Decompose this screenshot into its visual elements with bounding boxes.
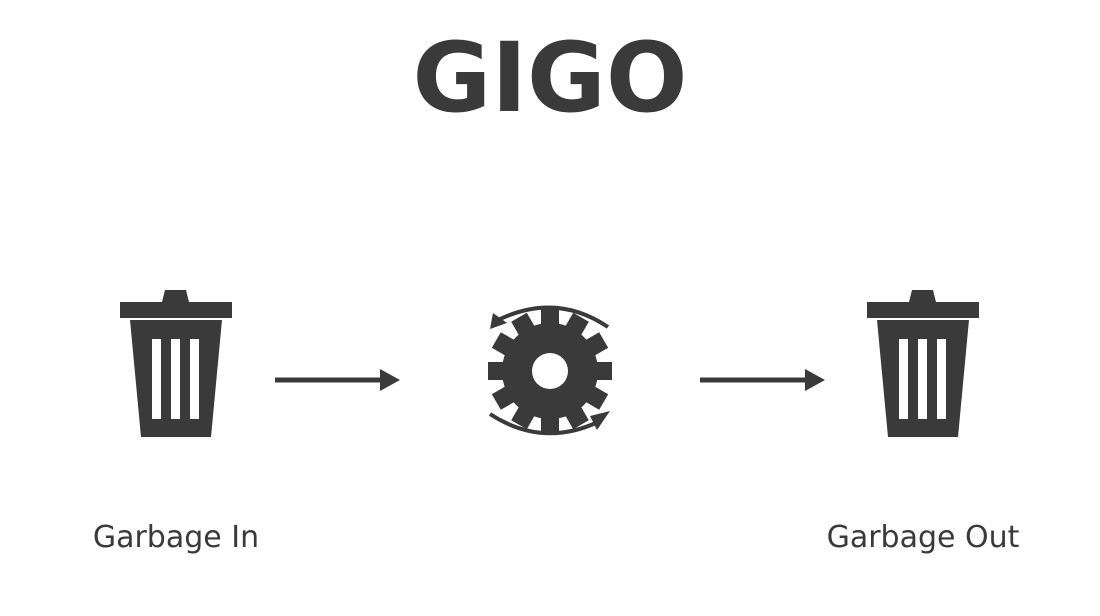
diagram-title: GIGO	[412, 22, 688, 134]
rotating-gear-icon	[488, 305, 612, 436]
garbage-in-label: Garbage In	[92, 520, 260, 555]
arrow-right-icon	[275, 369, 400, 391]
trash-can-icon	[120, 290, 232, 437]
garbage-out-label: Garbage Out	[826, 520, 1020, 555]
arrow-right-icon	[700, 369, 825, 391]
trash-can-icon	[867, 290, 979, 437]
